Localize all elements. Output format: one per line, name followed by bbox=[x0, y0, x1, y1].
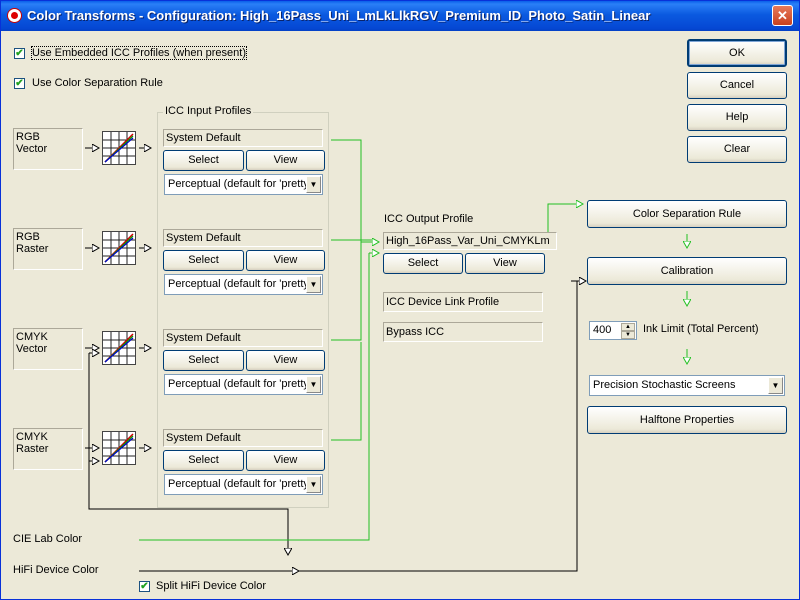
source-label: CMYK Vector bbox=[13, 328, 83, 370]
spin-down-icon[interactable]: ▼ bbox=[621, 331, 635, 339]
bypass-icc-field[interactable]: Bypass ICC bbox=[383, 322, 543, 342]
use-embedded-icc-label[interactable]: Use Embedded ICC Profiles (when present) bbox=[31, 46, 247, 60]
title-bar[interactable]: Color Transforms - Configuration: High_1… bbox=[1, 1, 799, 31]
output-view-button[interactable]: View bbox=[465, 253, 545, 274]
chevron-down-icon[interactable]: ▼ bbox=[768, 377, 783, 394]
use-embedded-icc-checkbox[interactable]: ✔ bbox=[14, 48, 25, 59]
rendering-intent-value: Perceptual (default for 'pretty bbox=[168, 278, 309, 290]
split-hifi-label[interactable]: Split HiFi Device Color bbox=[156, 580, 267, 592]
halftone-properties-button[interactable]: Halftone Properties bbox=[587, 406, 787, 434]
use-color-separation-label[interactable]: Use Color Separation Rule bbox=[32, 77, 163, 89]
split-hifi-checkbox[interactable]: ✔ bbox=[139, 581, 150, 592]
color-curve-icon[interactable] bbox=[102, 231, 136, 265]
icc-device-link-field[interactable]: ICC Device Link Profile bbox=[383, 292, 543, 312]
rendering-intent-value: Perceptual (default for 'pretty bbox=[168, 378, 309, 390]
hifi-device-color-label: HiFi Device Color bbox=[13, 564, 99, 576]
output-wires bbox=[139, 139, 687, 541]
flow-diagram bbox=[85, 139, 799, 599]
input-profile-field: System Default bbox=[163, 129, 323, 147]
cie-lab-color-label: CIE Lab Color bbox=[13, 533, 83, 545]
window-title: Color Transforms - Configuration: High_1… bbox=[27, 8, 651, 23]
input-arrows bbox=[85, 148, 586, 571]
input-profile-field: System Default bbox=[163, 429, 323, 447]
icc-input-profiles-title: ICC Input Profiles bbox=[163, 105, 254, 117]
input-select-button[interactable]: Select bbox=[163, 150, 244, 171]
screening-value: Precision Stochastic Screens bbox=[593, 379, 736, 391]
source-label: CMYK Raster bbox=[13, 428, 83, 470]
input-view-button[interactable]: View bbox=[246, 250, 325, 271]
icc-input-profiles-group bbox=[157, 112, 329, 508]
rendering-intent-dropdown[interactable]: Perceptual (default for 'pretty▼ bbox=[164, 374, 323, 395]
chevron-down-icon[interactable]: ▼ bbox=[306, 476, 321, 493]
help-button[interactable]: Help bbox=[687, 104, 787, 131]
rendering-intent-value: Perceptual (default for 'pretty bbox=[168, 178, 309, 190]
color-curve-icon[interactable] bbox=[102, 431, 136, 465]
input-select-button[interactable]: Select bbox=[163, 450, 244, 471]
rendering-intent-value: Perceptual (default for 'pretty bbox=[168, 478, 309, 490]
rendering-intent-dropdown[interactable]: Perceptual (default for 'pretty▼ bbox=[164, 474, 323, 495]
chevron-down-icon[interactable]: ▼ bbox=[306, 176, 321, 193]
rendering-intent-dropdown[interactable]: Perceptual (default for 'pretty▼ bbox=[164, 174, 323, 195]
use-color-separation-checkbox[interactable]: ✔ bbox=[14, 78, 25, 89]
calibration-button[interactable]: Calibration bbox=[587, 257, 787, 285]
ok-button[interactable]: OK bbox=[687, 39, 787, 67]
ink-limit-value[interactable]: 400 bbox=[593, 324, 612, 336]
input-profile-field: System Default bbox=[163, 229, 323, 247]
chevron-down-icon[interactable]: ▼ bbox=[306, 376, 321, 393]
input-select-button[interactable]: Select bbox=[163, 250, 244, 271]
cancel-button[interactable]: Cancel bbox=[687, 72, 787, 99]
output-select-button[interactable]: Select bbox=[383, 253, 463, 274]
input-profile-field: System Default bbox=[163, 329, 323, 347]
icc-output-profile-field: High_16Pass_Var_Uni_CMYKLm bbox=[383, 232, 557, 250]
spin-up-icon[interactable]: ▲ bbox=[621, 323, 635, 331]
app-icon bbox=[7, 8, 22, 23]
screening-dropdown[interactable]: Precision Stochastic Screens ▼ bbox=[589, 375, 785, 396]
rendering-intent-dropdown[interactable]: Perceptual (default for 'pretty▼ bbox=[164, 274, 323, 295]
close-button[interactable]: ✕ bbox=[772, 5, 793, 26]
chevron-down-icon[interactable]: ▼ bbox=[306, 276, 321, 293]
icc-output-profile-label: ICC Output Profile bbox=[384, 213, 474, 225]
source-label: RGB Raster bbox=[13, 228, 83, 270]
input-view-button[interactable]: View bbox=[246, 150, 325, 171]
dialog-body: ✔ Use Embedded ICC Profiles (when presen… bbox=[1, 31, 799, 599]
input-view-button[interactable]: View bbox=[246, 350, 325, 371]
ink-limit-label: Ink Limit (Total Percent) bbox=[643, 323, 759, 335]
color-curve-icon[interactable] bbox=[102, 331, 136, 365]
input-view-button[interactable]: View bbox=[246, 450, 325, 471]
input-select-button[interactable]: Select bbox=[163, 350, 244, 371]
color-separation-rule-button[interactable]: Color Separation Rule bbox=[587, 200, 787, 228]
color-curve-icon[interactable] bbox=[102, 131, 136, 165]
source-label: RGB Vector bbox=[13, 128, 83, 170]
clear-button[interactable]: Clear bbox=[687, 136, 787, 163]
ink-limit-stepper[interactable]: 400 ▲ ▼ bbox=[589, 321, 637, 340]
